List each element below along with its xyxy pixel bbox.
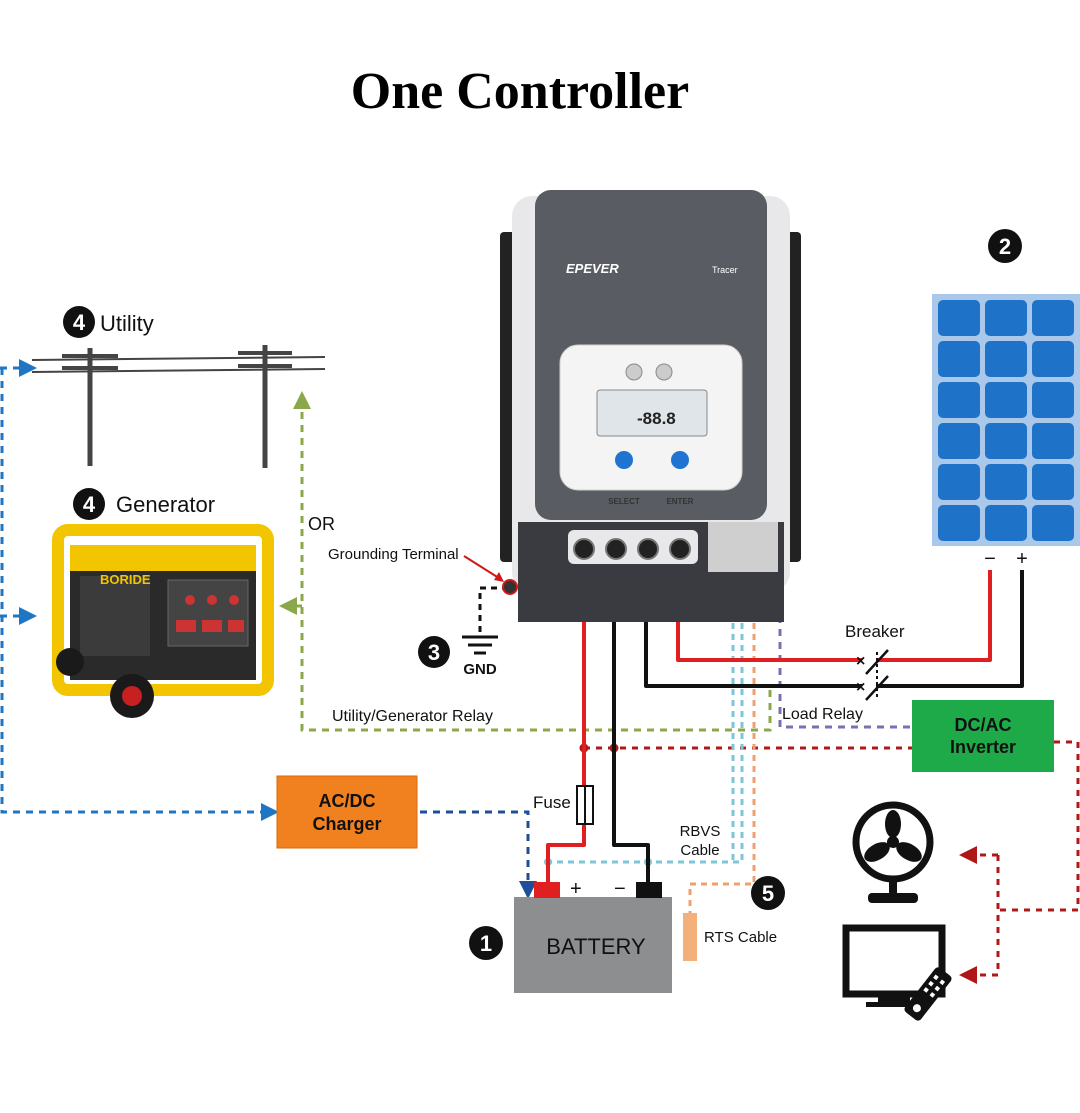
pv-minus-label: − [984,548,996,570]
fuse-label: Fuse [533,793,571,812]
solar-cell [938,382,980,418]
load-relay-label: Load Relay [782,706,863,723]
breaker-x-2: × [856,679,865,696]
solar-cell [938,464,980,500]
solar-cell [985,300,1027,336]
rbvs-label-line2: Cable [680,842,719,859]
gnd-marker [418,636,450,668]
controller-lcd-digits: -88.8 [637,409,676,428]
breaker-label: Breaker [845,622,905,641]
solar-cell [985,505,1027,541]
battery [514,882,672,993]
solar-cell [1032,341,1074,377]
fuse [576,785,594,825]
rbvs-cable-line [548,590,744,864]
controller-select-label: SELECT [608,497,640,506]
ground-wire [478,586,508,635]
rts-marker [751,876,785,910]
controller-brand: EPEVER [566,261,619,276]
solar-cell [985,382,1027,418]
solar-cell [985,341,1027,377]
generator-illustration [52,524,274,718]
acdc-line1: AC/DC [319,791,376,811]
dcac-line1: DC/AC [955,715,1012,735]
utility-poles [31,345,326,468]
utility-marker-num: 4 [73,310,86,335]
blue-utility-feed-line [0,359,279,821]
inverter-load-lines [584,740,1080,984]
solar-cell [1032,464,1074,500]
solar-cell [985,423,1027,459]
acdc-line2: Charger [312,814,381,834]
solar-cell [1032,505,1074,541]
gnd-marker-num: 3 [428,640,440,665]
ground-symbol [462,635,498,655]
load-relay-line [778,590,912,729]
utility-generator-relay-label: Utility/Generator Relay [332,708,493,725]
rbvs-label-line1: RBVS [680,823,721,840]
solar-cell [1032,382,1074,418]
battery-marker [469,926,503,960]
dcac-inverter-box [912,700,1054,772]
generator-marker [73,488,105,520]
controller-enter-label: ENTER [666,497,693,506]
rts-sensor [683,913,697,961]
grounding-terminal-label: Grounding Terminal [328,546,459,563]
generator-label: Generator [116,492,215,517]
utility-marker [63,306,95,338]
solar-cell [938,423,980,459]
battery-plus: + [570,878,582,900]
utility-generator-relay-line [279,391,772,732]
generator-marker-num: 4 [83,492,96,517]
rts-marker-num: 5 [762,881,774,906]
gnd-label: GND [463,661,497,678]
battery-minus: − [614,878,626,900]
charge-controller [500,190,801,622]
solar-cell [1032,300,1074,336]
remote-control-icon [904,967,952,1021]
pv-marker-num: 2 [999,234,1011,259]
battery-marker-num: 1 [480,931,492,956]
solar-cell [985,464,1027,500]
rts-cable-label: RTS Cable [704,929,777,946]
controller-model: Tracer [712,265,738,275]
dcac-line2: Inverter [950,737,1016,757]
charger-to-battery-line [420,810,537,899]
solar-cell [938,505,980,541]
diagram-title: One Controller [350,63,690,120]
fan-icon [852,801,934,903]
battery-label: BATTERY [546,934,646,959]
acdc-charger-box [276,775,418,849]
solar-panel [932,294,1080,546]
rts-cable-line [688,590,756,915]
breaker-x-1: × [856,653,865,670]
solar-cell [1032,423,1074,459]
generator-brand: BORIDE [100,572,151,587]
solar-cell [938,300,980,336]
grounding-arrow [463,555,503,581]
pv-marker [988,229,1022,263]
or-label: OR [308,514,335,534]
grounding-arrow-head [494,572,504,582]
utility-label: Utility [100,311,154,336]
solar-cell [938,341,980,377]
pv-plus-label: + [1016,548,1028,570]
